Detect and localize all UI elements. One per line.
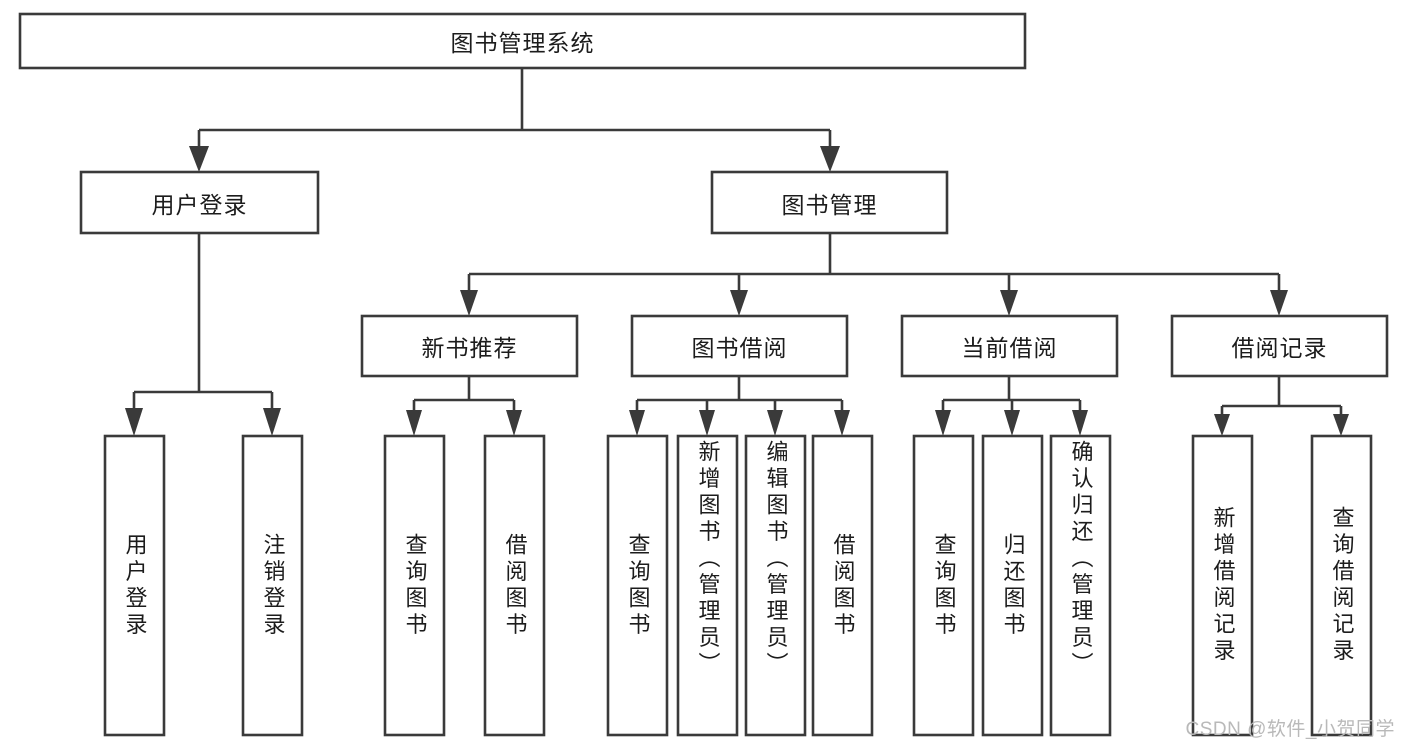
arrow-book-borrow-leaf-1 — [629, 410, 645, 436]
leaf-user-login-2[interactable] — [241, 434, 304, 737]
arrow-book-borrow-leaf-3 — [767, 410, 783, 436]
node-user-login[interactable] — [79, 170, 320, 235]
arrow-user-login-leaf-1 — [125, 408, 143, 436]
arrow-current-borrow-leaf-2 — [1004, 410, 1020, 436]
leaf-current-borrow-1[interactable] — [912, 434, 975, 737]
arrow-current-borrow-leaf-3 — [1072, 410, 1088, 436]
leaf-book-borrow-3[interactable] — [744, 434, 807, 737]
node-book-management[interactable] — [710, 170, 949, 235]
arrow-root-to-user-login — [189, 146, 209, 172]
leaf-borrow-record-1[interactable] — [1191, 434, 1254, 737]
arrow-current-borrow-leaf-1 — [935, 410, 951, 436]
arrow-book-borrow-leaf-4 — [834, 410, 850, 436]
leaf-user-login-1[interactable] — [103, 434, 166, 737]
arrow-book-mgmt-to-borrow-record — [1270, 290, 1288, 316]
leaf-book-borrow-2[interactable] — [676, 434, 739, 737]
arrow-borrow-record-leaf-1 — [1214, 414, 1230, 436]
csdn-watermark: CSDN @软件_小贺同学 — [1185, 719, 1395, 740]
leaf-current-borrow-2[interactable] — [981, 434, 1044, 737]
connector-group-root — [189, 68, 840, 172]
leaf-book-borrow-4[interactable] — [811, 434, 874, 737]
node-current-borrow[interactable] — [900, 314, 1119, 378]
node-book-borrow[interactable] — [630, 314, 849, 378]
arrow-root-to-book-mgmt — [820, 146, 840, 172]
connector-group-user-login — [125, 233, 281, 436]
arrow-user-login-leaf-2 — [263, 408, 281, 436]
connector-group-borrow-record — [1214, 376, 1349, 436]
node-root[interactable] — [18, 12, 1027, 70]
leaf-book-borrow-1[interactable] — [606, 434, 669, 737]
connector-group-book-borrow — [629, 376, 850, 436]
connector-group-book-mgmt — [460, 233, 1288, 316]
arrow-book-mgmt-to-book-borrow — [730, 290, 748, 316]
connector-group-new-book-recommend — [406, 376, 522, 436]
connector-group-current-borrow — [935, 376, 1088, 436]
node-new-book-recommend[interactable] — [360, 314, 579, 378]
leaf-new-book-2[interactable] — [483, 434, 546, 737]
arrow-new-book-leaf-2 — [506, 410, 522, 436]
node-borrow-record[interactable] — [1170, 314, 1389, 378]
arrow-book-mgmt-to-new-book — [460, 290, 478, 316]
arrow-borrow-record-leaf-2 — [1333, 414, 1349, 436]
leaf-current-borrow-3[interactable] — [1049, 434, 1112, 737]
arrow-book-borrow-leaf-2 — [699, 410, 715, 436]
arrow-new-book-leaf-1 — [406, 410, 422, 436]
arrow-book-mgmt-to-current-borrow — [1000, 290, 1018, 316]
leaf-new-book-1[interactable] — [383, 434, 446, 737]
leaf-borrow-record-2[interactable] — [1310, 434, 1373, 737]
